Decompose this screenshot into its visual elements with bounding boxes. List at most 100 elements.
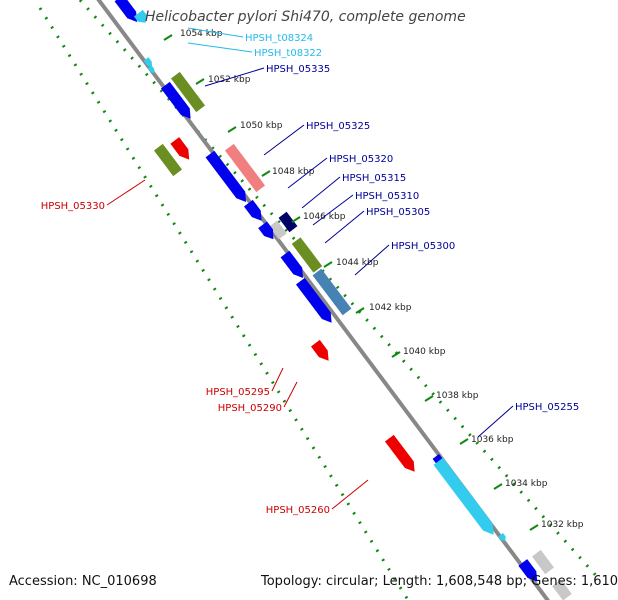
gene-feature [147, 65, 155, 74]
gene-label-leader [204, 67, 265, 87]
gene-feature [269, 220, 287, 240]
gene-feature [170, 137, 190, 160]
kbp-tick-label: 1032 kbp [541, 520, 584, 530]
gene-arrow [310, 339, 329, 361]
gene-label-leader [312, 194, 354, 226]
gene-box [291, 237, 323, 273]
gene-feature [133, 9, 147, 23]
gene-label: HPSH_05330 [41, 201, 105, 212]
gene-feature [384, 434, 415, 472]
gene-feature [291, 237, 323, 273]
gene-arrow [147, 65, 155, 74]
kbp-tick [424, 395, 434, 402]
gene-box [153, 143, 183, 177]
gene-feature [205, 150, 247, 202]
dotted-guides [38, 0, 602, 600]
kbp-tick-label: 1036 kbp [471, 435, 514, 445]
gene-feature [433, 457, 494, 535]
kbp-tick [355, 307, 365, 314]
gene-label: HPSH_05315 [342, 173, 406, 184]
gene-feature [153, 143, 183, 177]
kbp-tick-label: 1054 kbp [180, 29, 223, 39]
kbp-tick-label: 1034 kbp [505, 479, 548, 489]
gene-box [312, 268, 352, 316]
gene-arrow [258, 221, 274, 240]
gene-label: HPSH_05290 [218, 403, 282, 414]
gene-arrow [518, 559, 538, 582]
gene-arrow [133, 9, 147, 23]
gene-label-leader [271, 367, 284, 392]
gene-feature [295, 277, 332, 323]
gene-feature [498, 533, 506, 542]
gene-arrow [433, 457, 494, 535]
gene-arrow [114, 0, 138, 22]
gene-feature [243, 199, 262, 221]
gene-feature [310, 339, 329, 361]
kbp-tick [195, 78, 205, 85]
gene-label: HPSH_05300 [391, 241, 455, 252]
kbp-tick [493, 483, 503, 490]
gene-feature [531, 549, 555, 575]
gene-feature [552, 579, 572, 600]
gene-arrow [384, 434, 415, 472]
gene-box [278, 211, 298, 233]
gene-feature [224, 143, 266, 193]
gene-arrow [280, 250, 304, 278]
kbp-tick [529, 524, 539, 531]
gene-feature [518, 559, 538, 582]
gene-arrow [160, 81, 191, 119]
gene-feature [278, 211, 298, 233]
kbp-tick [459, 438, 469, 445]
kbp-tick-label: 1052 kbp [208, 75, 251, 85]
kbp-tick-label: 1050 kbp [240, 121, 283, 131]
gene-arrow [205, 150, 247, 202]
gene-label: HPSH_05295 [206, 387, 270, 398]
gene-label-leader [324, 210, 365, 244]
gene-label: HPSH_05255 [515, 402, 579, 413]
gene-arrow [295, 277, 332, 323]
gene-feature [160, 81, 191, 119]
kbp-tick [227, 126, 237, 133]
gene-label-leader [187, 27, 244, 38]
gene-box [170, 71, 206, 113]
gene-label: HPSH_t08322 [254, 48, 322, 59]
gene-label-leader [187, 42, 253, 53]
kbp-tick [391, 351, 401, 358]
gene-label: HPSH_t08324 [245, 33, 313, 44]
gene-label: HPSH_05325 [306, 121, 370, 132]
gene-feature [143, 57, 153, 67]
gene-arrow [170, 137, 190, 160]
gene-arrow [498, 533, 506, 542]
genome-title: Helicobacter pylori Shi470, complete gen… [145, 9, 466, 25]
gene-label: HPSH_05310 [355, 191, 419, 202]
gene-label-leader [283, 381, 298, 408]
gene-label-leader [354, 244, 390, 276]
gene-label-leader [301, 176, 341, 209]
gene-label-leader [106, 179, 146, 206]
gene-feature [170, 71, 206, 113]
gene-feature [312, 268, 352, 316]
gene-feature [258, 221, 274, 240]
gene-feature [280, 250, 304, 278]
kbp-tick [261, 170, 271, 177]
kbp-tick-label: 1044 kbp [336, 258, 379, 268]
gene-arrow [243, 199, 262, 221]
kbp-tick-label: 1038 kbp [436, 391, 479, 401]
gene-feature [114, 0, 138, 22]
gene-box [224, 143, 266, 193]
gene-label-leader [263, 124, 305, 156]
dotted-guide-line [78, 0, 602, 582]
gene-label: HPSH_05320 [329, 154, 393, 165]
gene-label-leader [477, 405, 514, 438]
kbp-tick [291, 216, 301, 223]
kbp-tick-label: 1040 kbp [403, 347, 446, 357]
gene-arrow [143, 57, 153, 67]
gene-label: HPSH_05335 [266, 64, 330, 75]
kbp-tick-label: 1048 kbp [272, 167, 315, 177]
gene-labels: HPSH_t08324HPSH_t08322HPSH_05335HPSH_053… [41, 27, 579, 516]
gene-label: HPSH_05260 [266, 505, 330, 516]
accession-text: Accession: NC_010698 [9, 574, 157, 589]
gene-label: HPSH_05305 [366, 207, 430, 218]
